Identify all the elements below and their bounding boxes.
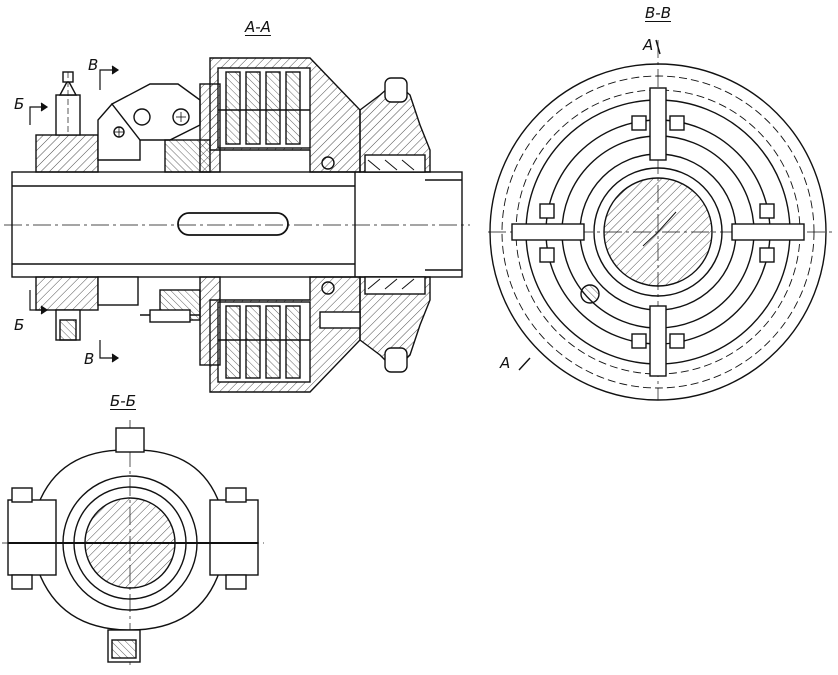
clamp-collar-bottom — [35, 276, 361, 341]
marker-b-bottom: Б — [14, 316, 25, 334]
section-arrows-b — [29, 102, 49, 315]
clutch-housing-top — [199, 57, 361, 173]
section-v-v-view — [488, 39, 836, 401]
sprocket-hub — [321, 77, 431, 373]
bolt-right — [731, 203, 805, 263]
keyway-slot — [177, 212, 289, 236]
marker-a-top: A — [643, 36, 654, 54]
section-title-v-v: В-В — [645, 4, 671, 22]
bolt-bottom — [631, 305, 685, 377]
clamp-collar-top — [35, 71, 141, 173]
marker-a-bottom: A — [500, 354, 511, 372]
grease-fitting — [580, 284, 600, 304]
marker-v-bottom: В — [84, 350, 95, 368]
clutch-housing-bottom — [140, 276, 361, 393]
section-title-a-a: A-A — [245, 18, 271, 36]
shaft-section-b — [84, 497, 176, 589]
section-arrows-v — [99, 65, 120, 363]
bolt-left — [511, 203, 585, 263]
section-a-a-view — [4, 57, 470, 393]
marker-v-top: В — [88, 56, 99, 74]
section-b-b-view — [2, 420, 264, 665]
bolt-top — [631, 87, 685, 161]
section-title-b-b: Б-Б — [110, 392, 136, 410]
shaft — [4, 171, 470, 278]
marker-b-top: Б — [14, 95, 25, 113]
